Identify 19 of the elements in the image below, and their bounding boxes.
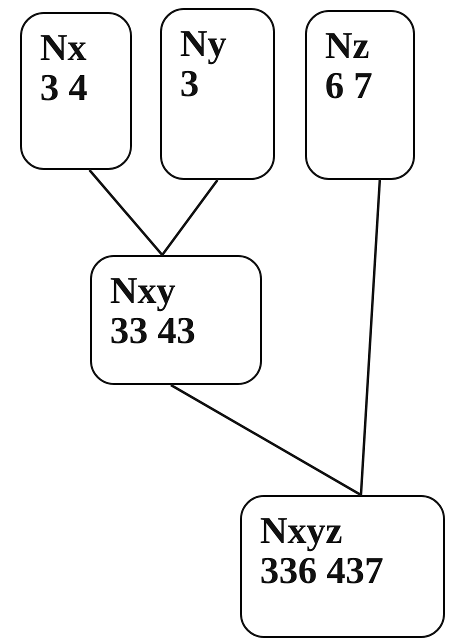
node-values: 33 43 <box>110 311 196 351</box>
node-values: 6 7 <box>325 66 372 106</box>
connector-line <box>88 169 164 256</box>
node-values: 3 4 <box>40 68 88 108</box>
rounded-box <box>305 10 415 180</box>
node-title: Nx <box>40 28 86 68</box>
node-title: Ny <box>180 24 226 64</box>
node-values: 3 <box>180 64 199 104</box>
node-title: Nz <box>325 26 370 66</box>
connector-line <box>161 179 218 256</box>
rounded-box <box>90 255 262 385</box>
node-title: Nxyz <box>260 511 342 551</box>
connector-line <box>360 180 382 496</box>
rounded-box <box>20 12 132 170</box>
connector-line <box>170 384 362 496</box>
rounded-box <box>240 495 445 638</box>
rounded-box <box>160 8 275 180</box>
node-title: Nxy <box>110 271 176 311</box>
node-values: 336 437 <box>260 551 384 591</box>
